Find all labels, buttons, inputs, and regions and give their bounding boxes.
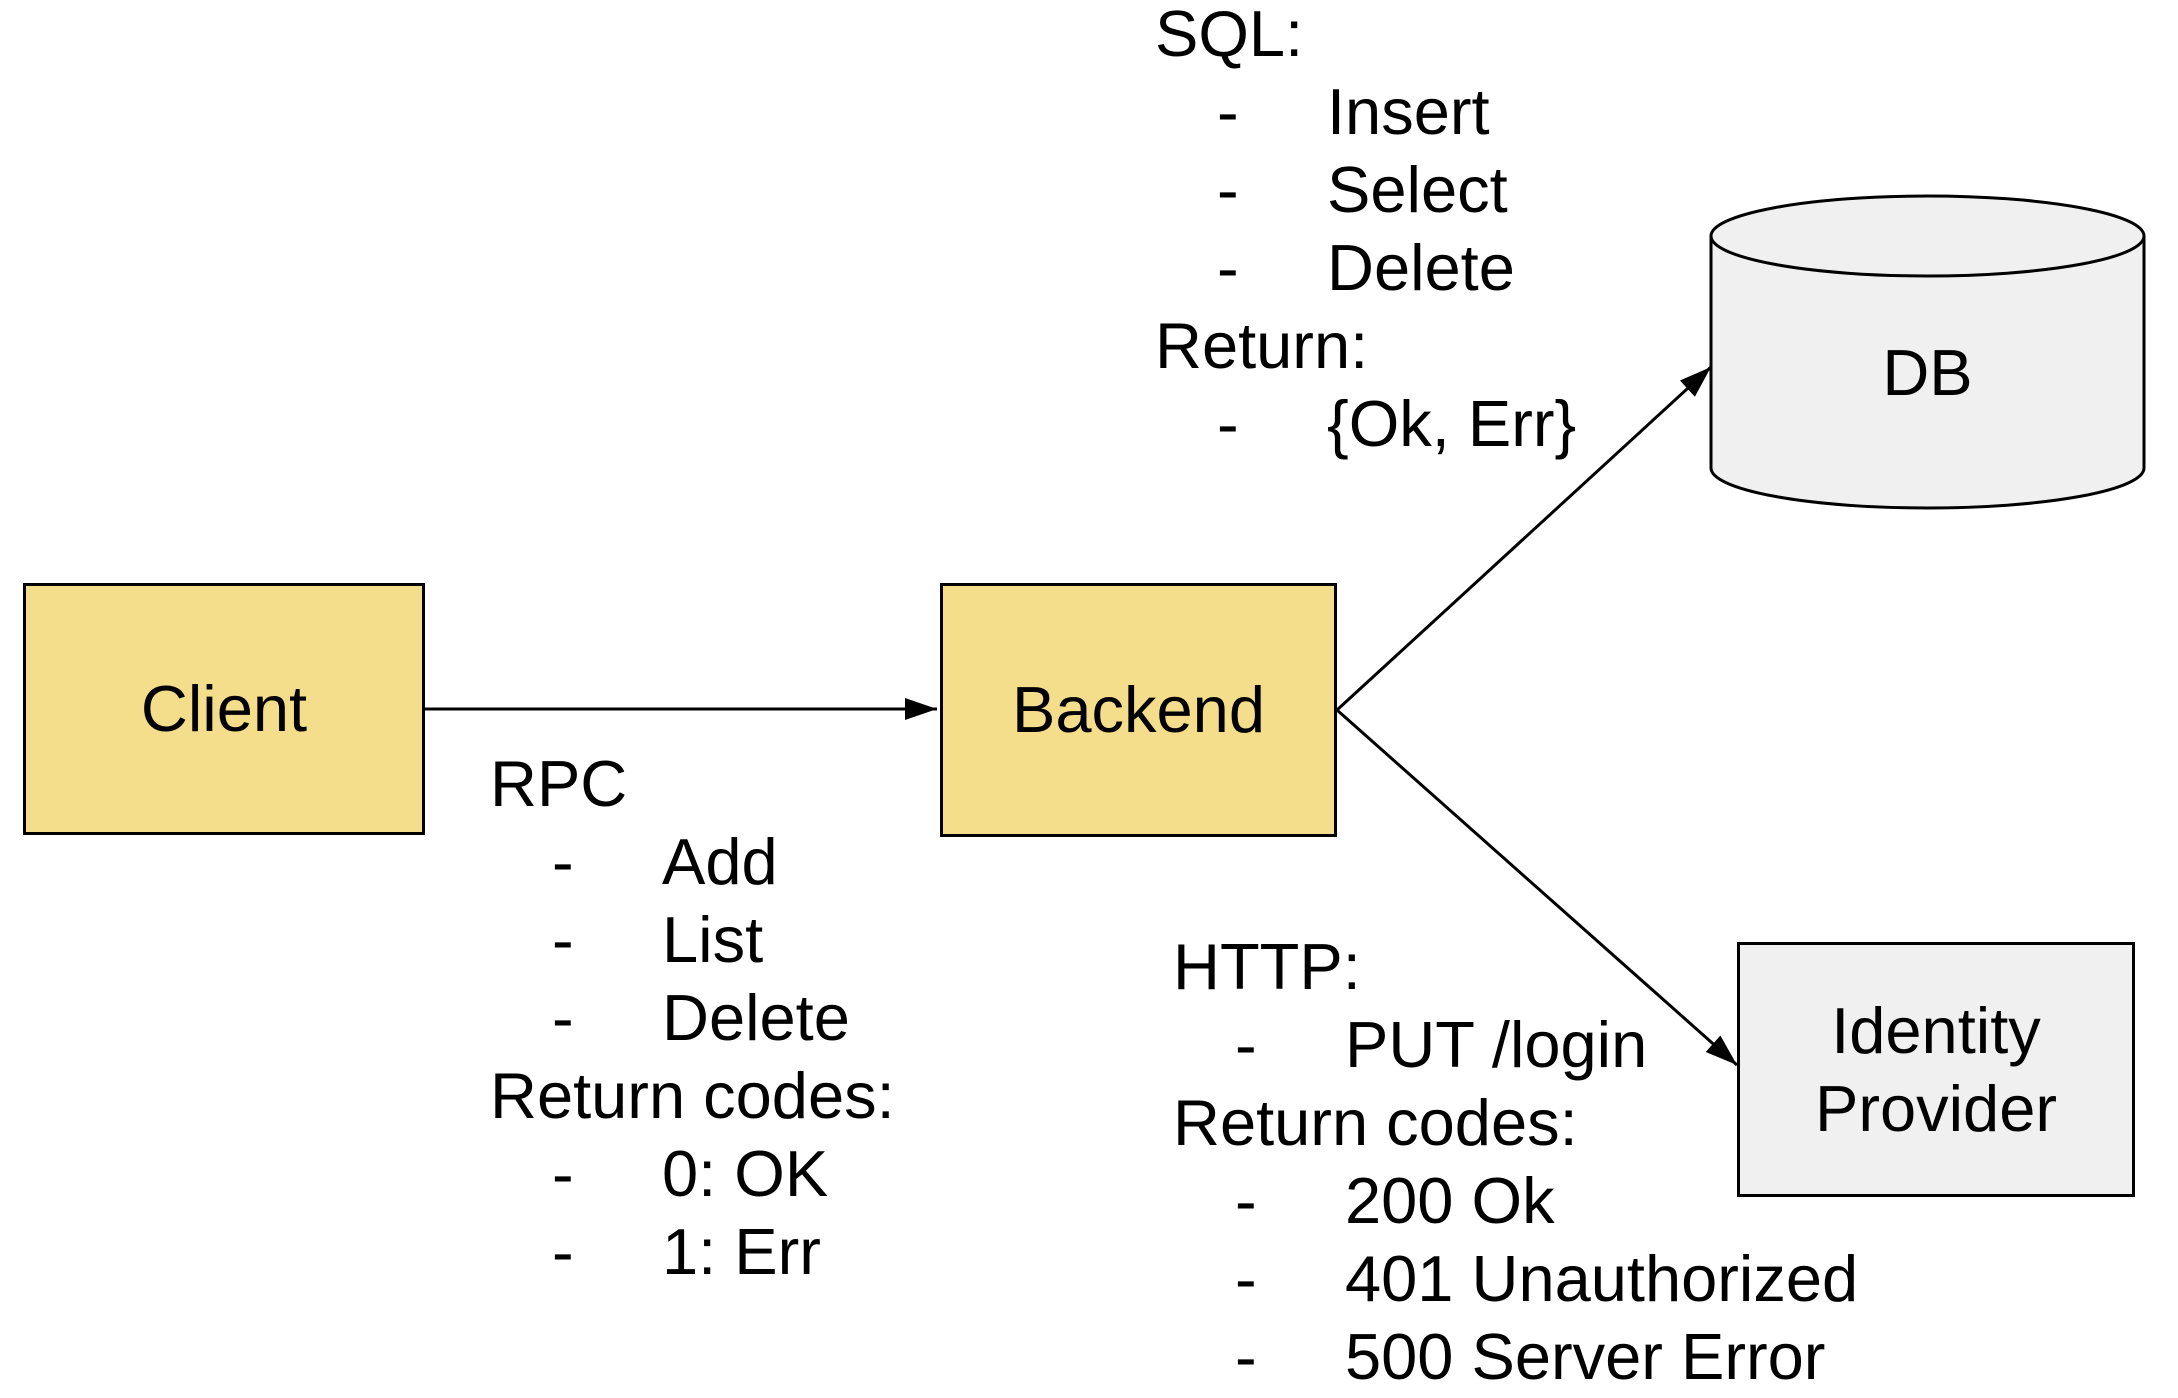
sql-item-delete: -Delete [1155,229,1576,307]
rpc-header: RPC [490,747,628,820]
bullet-dash: - [1235,1320,1257,1393]
http-item-put-login: -PUT /login [1173,1006,1858,1084]
bullet-dash: - [1217,75,1239,148]
http-header: HTTP: [1173,930,1361,1003]
bullet-dash: - [1235,1008,1257,1081]
bullet-dash: - [552,825,574,898]
rpc-annotation: RPC -Add -List -Delete Return codes: -0:… [490,745,895,1291]
http-item-500-server-error: -500 Server Error [1173,1318,1858,1396]
http-return-codes-header: Return codes: [1173,1086,1578,1159]
rpc-item-1-err: -1: Err [490,1213,895,1291]
sql-header: SQL: [1155,0,1304,70]
bullet-dash: - [1217,153,1239,226]
backend-idp-arrow [1336,708,1738,1067]
client-node: Client [23,583,425,835]
rpc-return-codes-header: Return codes: [490,1059,895,1132]
sql-annotation: SQL: -Insert -Select -Delete Return: -{O… [1155,0,1576,463]
backend-node: Backend [940,583,1337,837]
rpc-item-list: -List [490,901,895,979]
sql-item-select: -Select [1155,151,1576,229]
identity-provider-node: Identity Provider [1737,942,2135,1197]
db-node-label: DB [1882,336,1973,409]
identity-provider-node-label: Identity Provider [1814,993,2058,1145]
bullet-dash: - [552,981,574,1054]
bullet-dash: - [1235,1242,1257,1315]
bullet-dash: - [552,1137,574,1210]
client-node-label: Client [140,672,308,745]
http-annotation: HTTP: -PUT /login Return codes: -200 Ok … [1173,928,1858,1396]
sql-item-ok-err: -{Ok, Err} [1155,385,1576,463]
bullet-dash: - [1217,387,1239,460]
db-cylinder [1709,194,2146,510]
rpc-item-0-ok: -0: OK [490,1135,895,1213]
http-item-401-unauthorized: -401 Unauthorized [1173,1240,1858,1318]
backend-db-arrow [1335,365,1713,712]
bullet-dash: - [552,903,574,976]
bullet-dash: - [1217,231,1239,304]
backend-node-label: Backend [1012,673,1265,746]
http-item-200-ok: -200 Ok [1173,1162,1858,1240]
sql-return-header: Return: [1155,309,1369,382]
rpc-item-delete: -Delete [490,979,895,1057]
bullet-dash: - [1235,1164,1257,1237]
sql-item-insert: -Insert [1155,73,1576,151]
bullet-dash: - [552,1215,574,1288]
rpc-item-add: -Add [490,823,895,901]
